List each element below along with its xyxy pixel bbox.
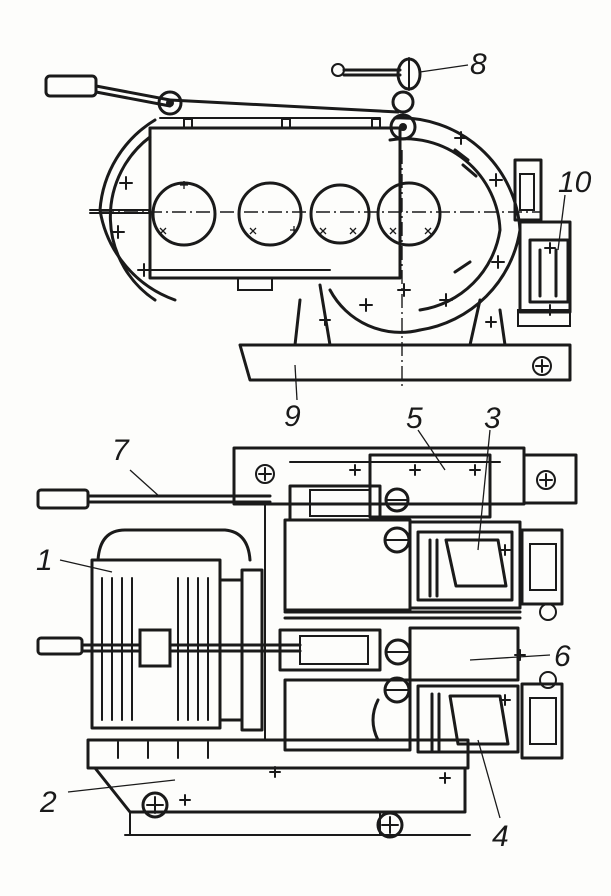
- leader-lines: [59, 64, 566, 819]
- part-1-electric-motor: [90, 528, 264, 732]
- plan-view: [36, 446, 578, 839]
- callout-labels: 1 2 3 4 5 6 7 8 9 10: [36, 48, 592, 853]
- callout-3: 3: [484, 402, 501, 435]
- callout-4: 4: [492, 820, 509, 853]
- callout-7: 7: [112, 434, 130, 467]
- part-10-brake-unit: [513, 158, 572, 327]
- callout-2: 2: [39, 786, 57, 819]
- top-lever-handle: [44, 74, 400, 116]
- callout-9: 9: [284, 400, 301, 433]
- housing-bolts: [183, 118, 381, 129]
- part-9-base-frame: [238, 283, 572, 382]
- side-elevation-view: [44, 57, 572, 388]
- part-7-control-rod: [36, 488, 272, 510]
- callout-1: 1: [36, 544, 53, 577]
- lower-control-rod: [36, 636, 302, 656]
- callout-5: 5: [406, 402, 423, 435]
- gearbox-plan: [232, 446, 578, 760]
- callout-6: 6: [554, 640, 571, 673]
- gear-wheels: [151, 181, 442, 247]
- gear-housing: [89, 116, 540, 388]
- callout-8: 8: [470, 48, 487, 81]
- callout-10: 10: [558, 166, 592, 199]
- part-2-base: [86, 738, 471, 839]
